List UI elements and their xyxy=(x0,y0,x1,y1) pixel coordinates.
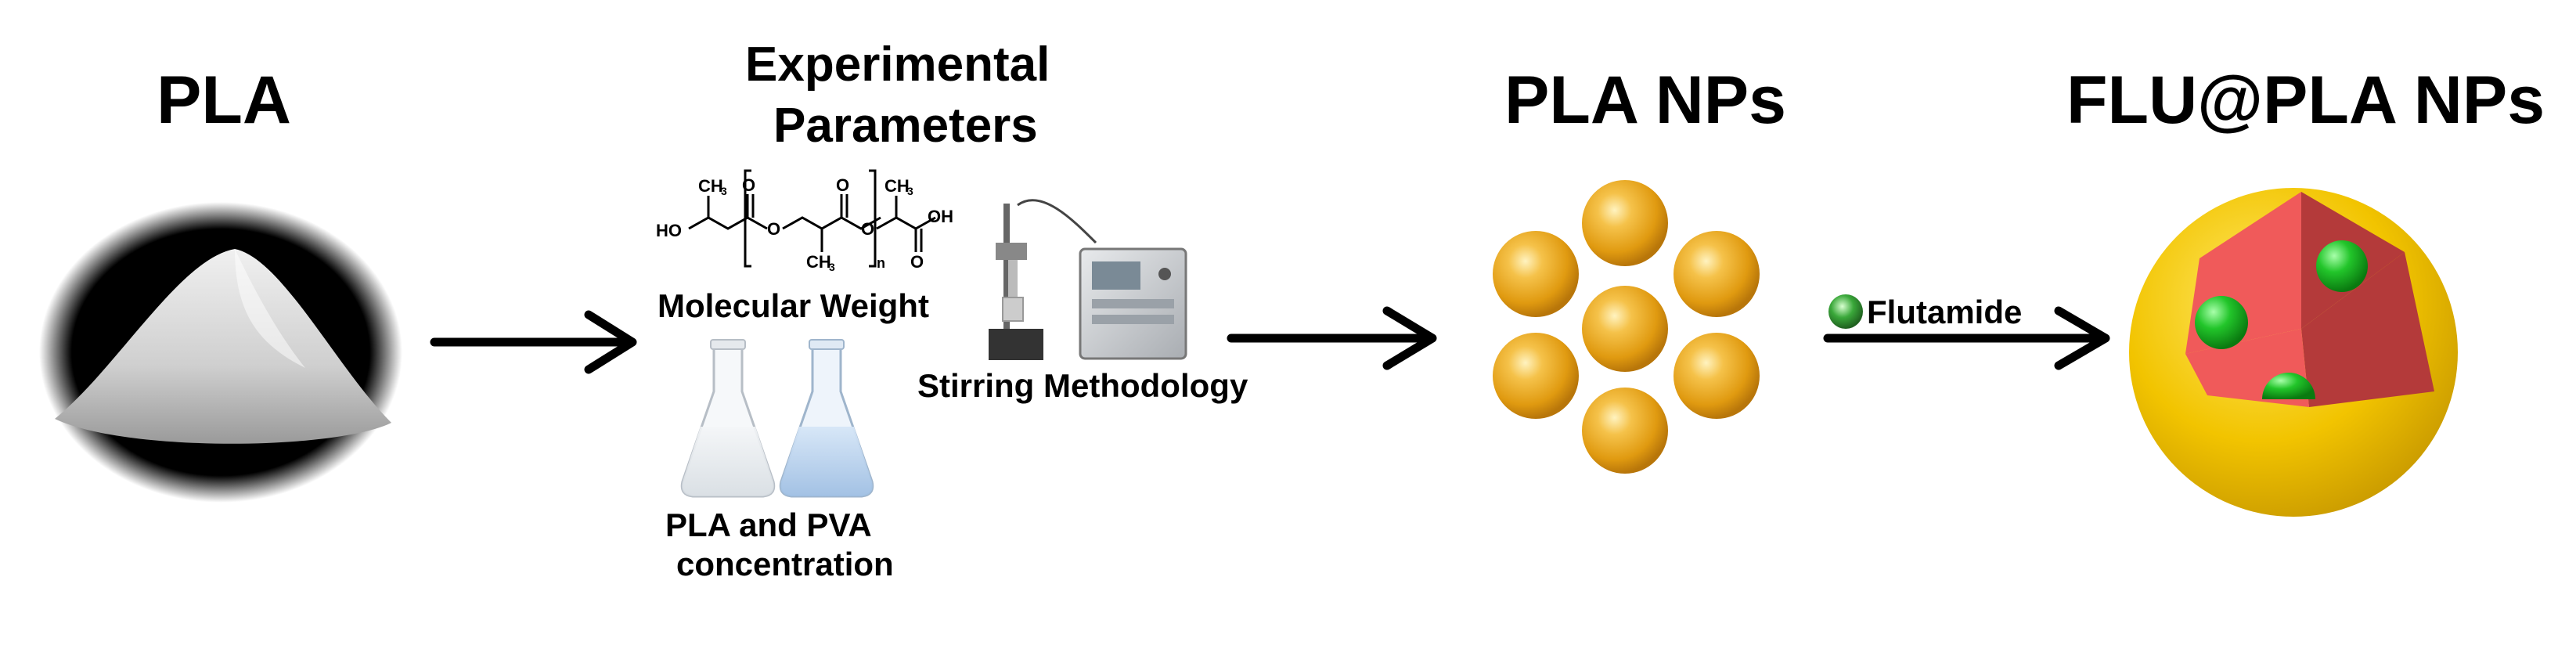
params-title-line2: Parameters xyxy=(773,99,1038,153)
nanoparticle-icon xyxy=(1582,286,1668,372)
pla-title: PLA xyxy=(157,63,291,138)
flu-pla-nps-title: FLU@PLA NPs xyxy=(2066,63,2545,138)
molecular-weight-label: Molecular Weight xyxy=(658,287,929,324)
svg-text:O: O xyxy=(910,252,924,272)
nanoparticle-cluster xyxy=(1493,180,1760,474)
nanoparticle-icon xyxy=(1582,180,1668,266)
nanoparticle-icon xyxy=(1493,333,1579,419)
svg-text:O: O xyxy=(742,175,755,195)
svg-text:CH: CH xyxy=(884,176,910,196)
arrow-right-icon xyxy=(1823,306,2110,370)
drug-molecule-icon xyxy=(1828,294,1863,329)
pla-nps-title: PLA NPs xyxy=(1504,63,1786,138)
concentration-label-line2: concentration xyxy=(676,546,894,582)
params-title-line1: Experimental xyxy=(745,38,1050,92)
svg-text:n: n xyxy=(877,255,885,271)
svg-text:3: 3 xyxy=(907,185,913,197)
erlenmeyer-flask-icon xyxy=(779,339,874,498)
erlenmeyer-flask-icon xyxy=(680,339,776,498)
chemical-structure-labels: HO CH 3 O O O CH 3 n O CH 3 OH O xyxy=(656,175,953,273)
svg-text:CH: CH xyxy=(698,176,723,196)
svg-text:O: O xyxy=(861,219,874,239)
nanoparticle-icon xyxy=(1673,333,1760,419)
svg-text:O: O xyxy=(767,219,780,239)
svg-text:HO: HO xyxy=(656,221,682,240)
chemical-structure-icon xyxy=(688,169,936,268)
homogenizer-icon xyxy=(989,199,1187,360)
powder-pile-icon xyxy=(39,202,402,503)
svg-text:O: O xyxy=(836,175,849,195)
svg-text:3: 3 xyxy=(829,261,835,273)
svg-text:OH: OH xyxy=(928,207,953,226)
nanoparticle-cutaway-icon xyxy=(2129,188,2458,517)
concentration-label-line1: PLA and PVA xyxy=(665,507,872,543)
arrow-right-icon xyxy=(430,310,637,374)
flutamide-label: Flutamide xyxy=(1867,294,2023,330)
svg-text:CH: CH xyxy=(806,252,831,272)
svg-text:3: 3 xyxy=(721,185,727,197)
nanoparticle-icon xyxy=(1582,388,1668,474)
stirring-methodology-label: Stirring Methodology xyxy=(917,367,1248,404)
nanoparticle-icon xyxy=(1493,231,1579,317)
arrow-right-icon xyxy=(1227,306,1437,370)
nanoparticle-icon xyxy=(1673,231,1760,317)
